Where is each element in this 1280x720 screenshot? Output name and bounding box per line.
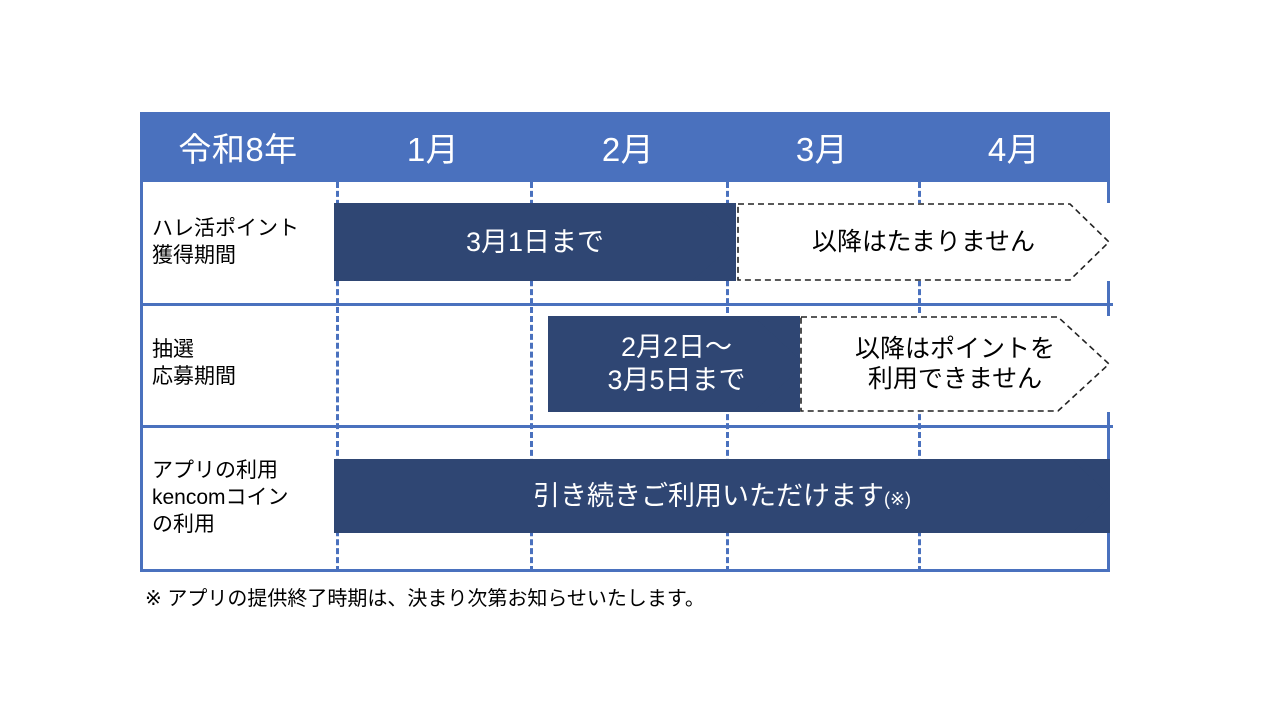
row-label-lottery-entry: 抽選 応募期間 bbox=[152, 338, 236, 388]
arrow-shape-dashed bbox=[737, 203, 1110, 281]
header-cell-month-2: 2月 bbox=[601, 131, 655, 168]
bar-row2-solid-label: 2月2日～ 3月5日まで bbox=[607, 332, 746, 395]
bar-row2-solid-feb2-mar5: 2月2日～ 3月5日まで bbox=[548, 316, 805, 412]
footnote-text: ※ アプリの提供終了時期は、決まり次第お知らせいたします。 bbox=[145, 588, 705, 610]
gridline-month-1 bbox=[336, 182, 339, 572]
arrow-shape-solid bbox=[334, 203, 736, 281]
arrow-shape-solid bbox=[548, 316, 805, 412]
row-separator-1 bbox=[143, 303, 1113, 306]
header-cell-month-1: 1月 bbox=[406, 131, 460, 168]
bar-row3-solid-main-text: 引き続きご利用いただけます bbox=[532, 480, 884, 511]
row-label-harekatsu-points: ハレ活ポイント 獲得期間 bbox=[152, 216, 299, 267]
header-cell-month-3: 3月 bbox=[795, 131, 849, 168]
timeline-header-row: 令和8年 1月 2月 3月 4月 bbox=[140, 112, 1110, 182]
header-cell-era: 令和8年 bbox=[178, 131, 298, 168]
bar-row3-solid-continued-use: 引き続きご利用いただけます(※) bbox=[334, 459, 1110, 533]
gridline-month-2 bbox=[530, 182, 533, 572]
bar-row3-solid-label: 引き続きご利用いただけます(※) bbox=[527, 480, 917, 513]
bar-row1-solid-until-mar1: 3月1日まで bbox=[334, 203, 736, 281]
bar-row2-dashed-no-point-use: 以降はポイントを 利用できません bbox=[800, 316, 1110, 412]
arrow-shape-dashed bbox=[800, 316, 1110, 412]
bar-row3-solid-note-marker: (※) bbox=[883, 488, 912, 509]
row-label-app-kencom-coin: アプリの利用 kencomコイン の利用 bbox=[152, 459, 289, 536]
bar-row2-dashed-label: 以降はポイントを 利用できません bbox=[854, 334, 1055, 394]
row-separator-2 bbox=[143, 425, 1113, 428]
arrow-shape-solid bbox=[334, 459, 1110, 533]
bar-row1-dashed-no-more-points: 以降はたまりません bbox=[737, 203, 1110, 281]
bar-row1-dashed-label: 以降はたまりません bbox=[811, 227, 1035, 256]
header-cell-month-4: 4月 bbox=[987, 131, 1041, 168]
bar-row1-solid-label: 3月1日まで bbox=[465, 226, 605, 257]
